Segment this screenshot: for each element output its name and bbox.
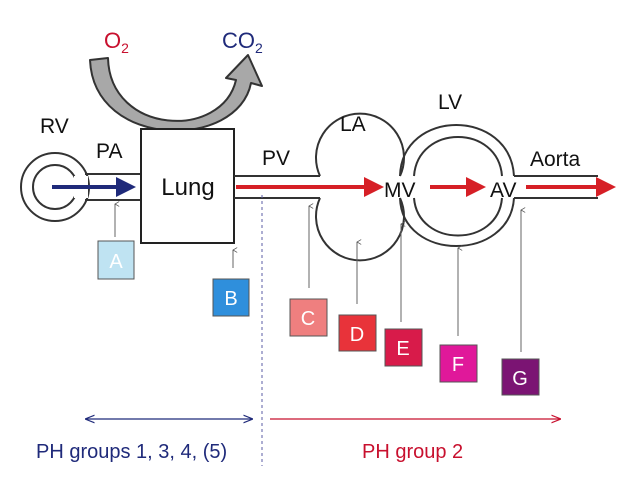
av-label: AV [490,179,516,202]
lung-box [140,128,235,244]
marker-box-f: F [439,344,478,383]
pointer-lines [115,204,521,352]
marker-box-c: C [289,298,328,337]
svg-text:D: D [350,324,364,346]
lv-label: LV [438,91,462,114]
lung-label: Lung [161,174,214,201]
aorta-vessel [514,175,598,199]
marker-box-g: G [501,358,540,396]
pv-label: PV [262,147,290,170]
la-label: LA [340,113,366,136]
left-ventricle-shape [399,124,515,247]
svg-text:G: G [512,368,528,390]
aorta-label: Aorta [530,148,581,171]
pa-label: PA [96,140,122,163]
svg-text:A: A [109,251,123,273]
o2-label: O2 [104,28,129,56]
gas-exchange-arrow [89,54,263,132]
svg-text:E: E [396,338,409,360]
ph-group-right-label: PH group 2 [362,441,463,463]
marker-box-b: B [212,278,250,317]
ph-groups-left-label: PH groups 1, 3, 4, (5) [36,441,227,463]
marker-box-e: E [384,328,423,367]
mv-label: MV [384,179,416,202]
svg-text:B: B [224,288,237,310]
svg-text:F: F [452,354,464,376]
pulmonary-vein-vessel [234,175,320,199]
svg-text:C: C [301,308,315,330]
marker-box-d: D [338,314,377,352]
rv-label: RV [40,115,69,138]
marker-box-a: A [97,240,135,280]
co2-label: CO2 [222,28,263,56]
